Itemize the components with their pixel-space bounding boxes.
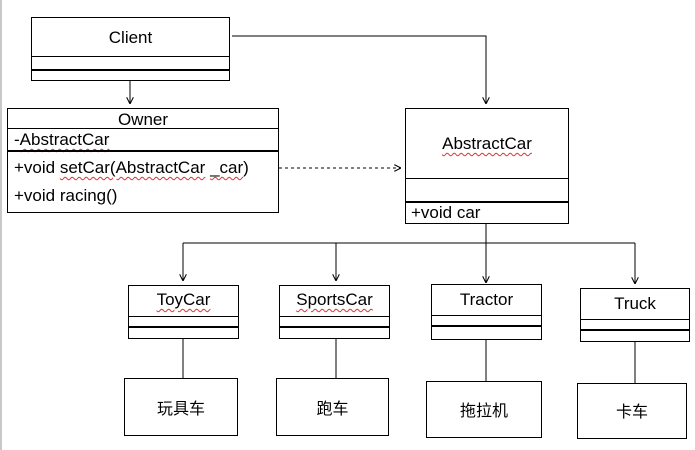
divider (129, 316, 238, 317)
owner-attribute: -AbstractCar (14, 130, 110, 149)
class-tractor-name: Tractor (459, 290, 514, 309)
class-owner-name: Owner (117, 110, 169, 129)
owner-method-setcar: +void setCar(AbstractCar _car) (14, 158, 249, 177)
class-sportscar-name: SportsCar (296, 290, 373, 309)
class-abstractcar-name: AbstractCar (442, 134, 532, 153)
class-abstractcar: AbstractCar +void car (405, 108, 569, 224)
owner-method-racing: +void racing() (14, 186, 118, 205)
divider (581, 319, 689, 320)
class-toycar-name: ToyCar (156, 290, 211, 309)
divider (8, 150, 278, 152)
note-truck: 卡车 (577, 383, 687, 439)
class-toycar: ToyCar (128, 285, 239, 339)
divider (8, 128, 278, 129)
class-truck-name: Truck (614, 294, 656, 313)
class-tractor: Tractor (431, 284, 542, 340)
note-tractor-text: 拖拉机 (459, 401, 508, 420)
abstractcar-method: +void car (411, 203, 481, 222)
divider (406, 201, 568, 203)
note-sportscar: 跑车 (276, 378, 389, 436)
class-truck: Truck (580, 288, 690, 342)
divider (280, 316, 389, 317)
divider (432, 315, 541, 316)
divider (32, 69, 229, 71)
divider (32, 56, 229, 57)
note-sportscar-text: 跑车 (316, 399, 349, 418)
note-tractor: 拖拉机 (426, 381, 542, 438)
class-client-name: Client (108, 28, 153, 47)
class-sportscar: SportsCar (279, 285, 390, 339)
note-toycar-text: 玩具车 (156, 399, 205, 418)
divider (432, 325, 541, 327)
left-frame-border (0, 0, 2, 450)
divider (581, 329, 689, 331)
note-truck-text: 卡车 (615, 402, 648, 421)
class-client: Client (31, 17, 230, 81)
class-owner: Owner -AbstractCar +void setCar(Abstract… (7, 108, 279, 213)
divider (406, 178, 568, 179)
note-toycar: 玩具车 (124, 378, 238, 436)
divider (129, 326, 238, 328)
client-abstractcar-association (232, 35, 486, 104)
divider (280, 326, 389, 328)
